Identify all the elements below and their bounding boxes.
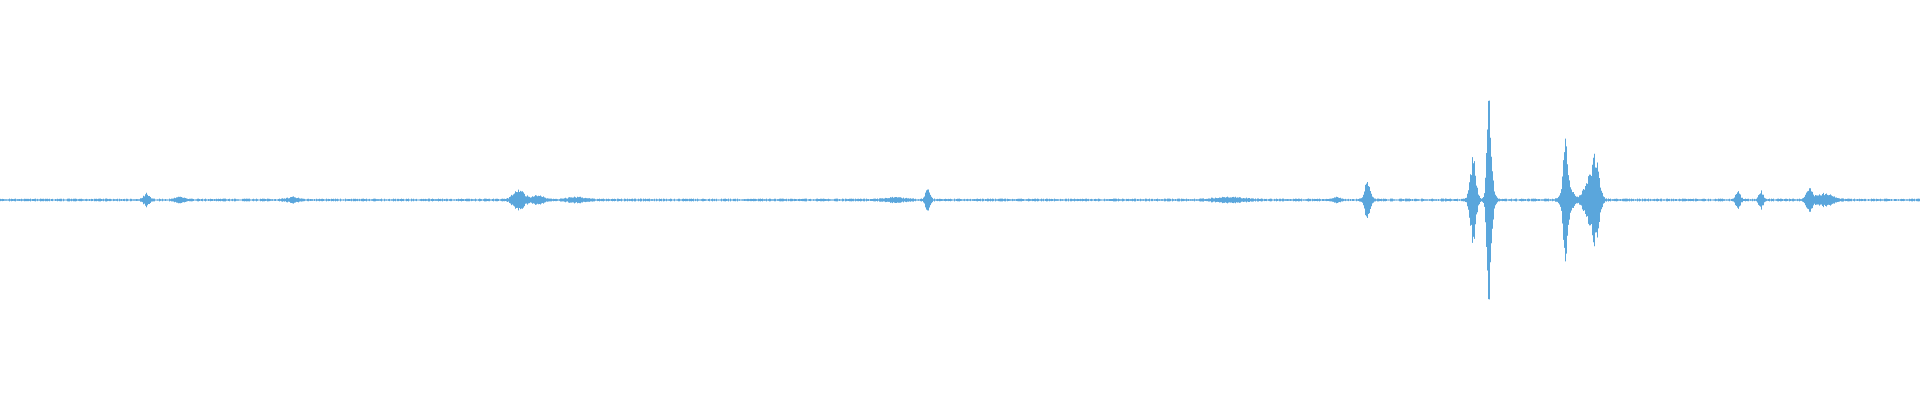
waveform-path bbox=[0, 100, 1920, 300]
waveform-samples bbox=[0, 100, 1920, 300]
